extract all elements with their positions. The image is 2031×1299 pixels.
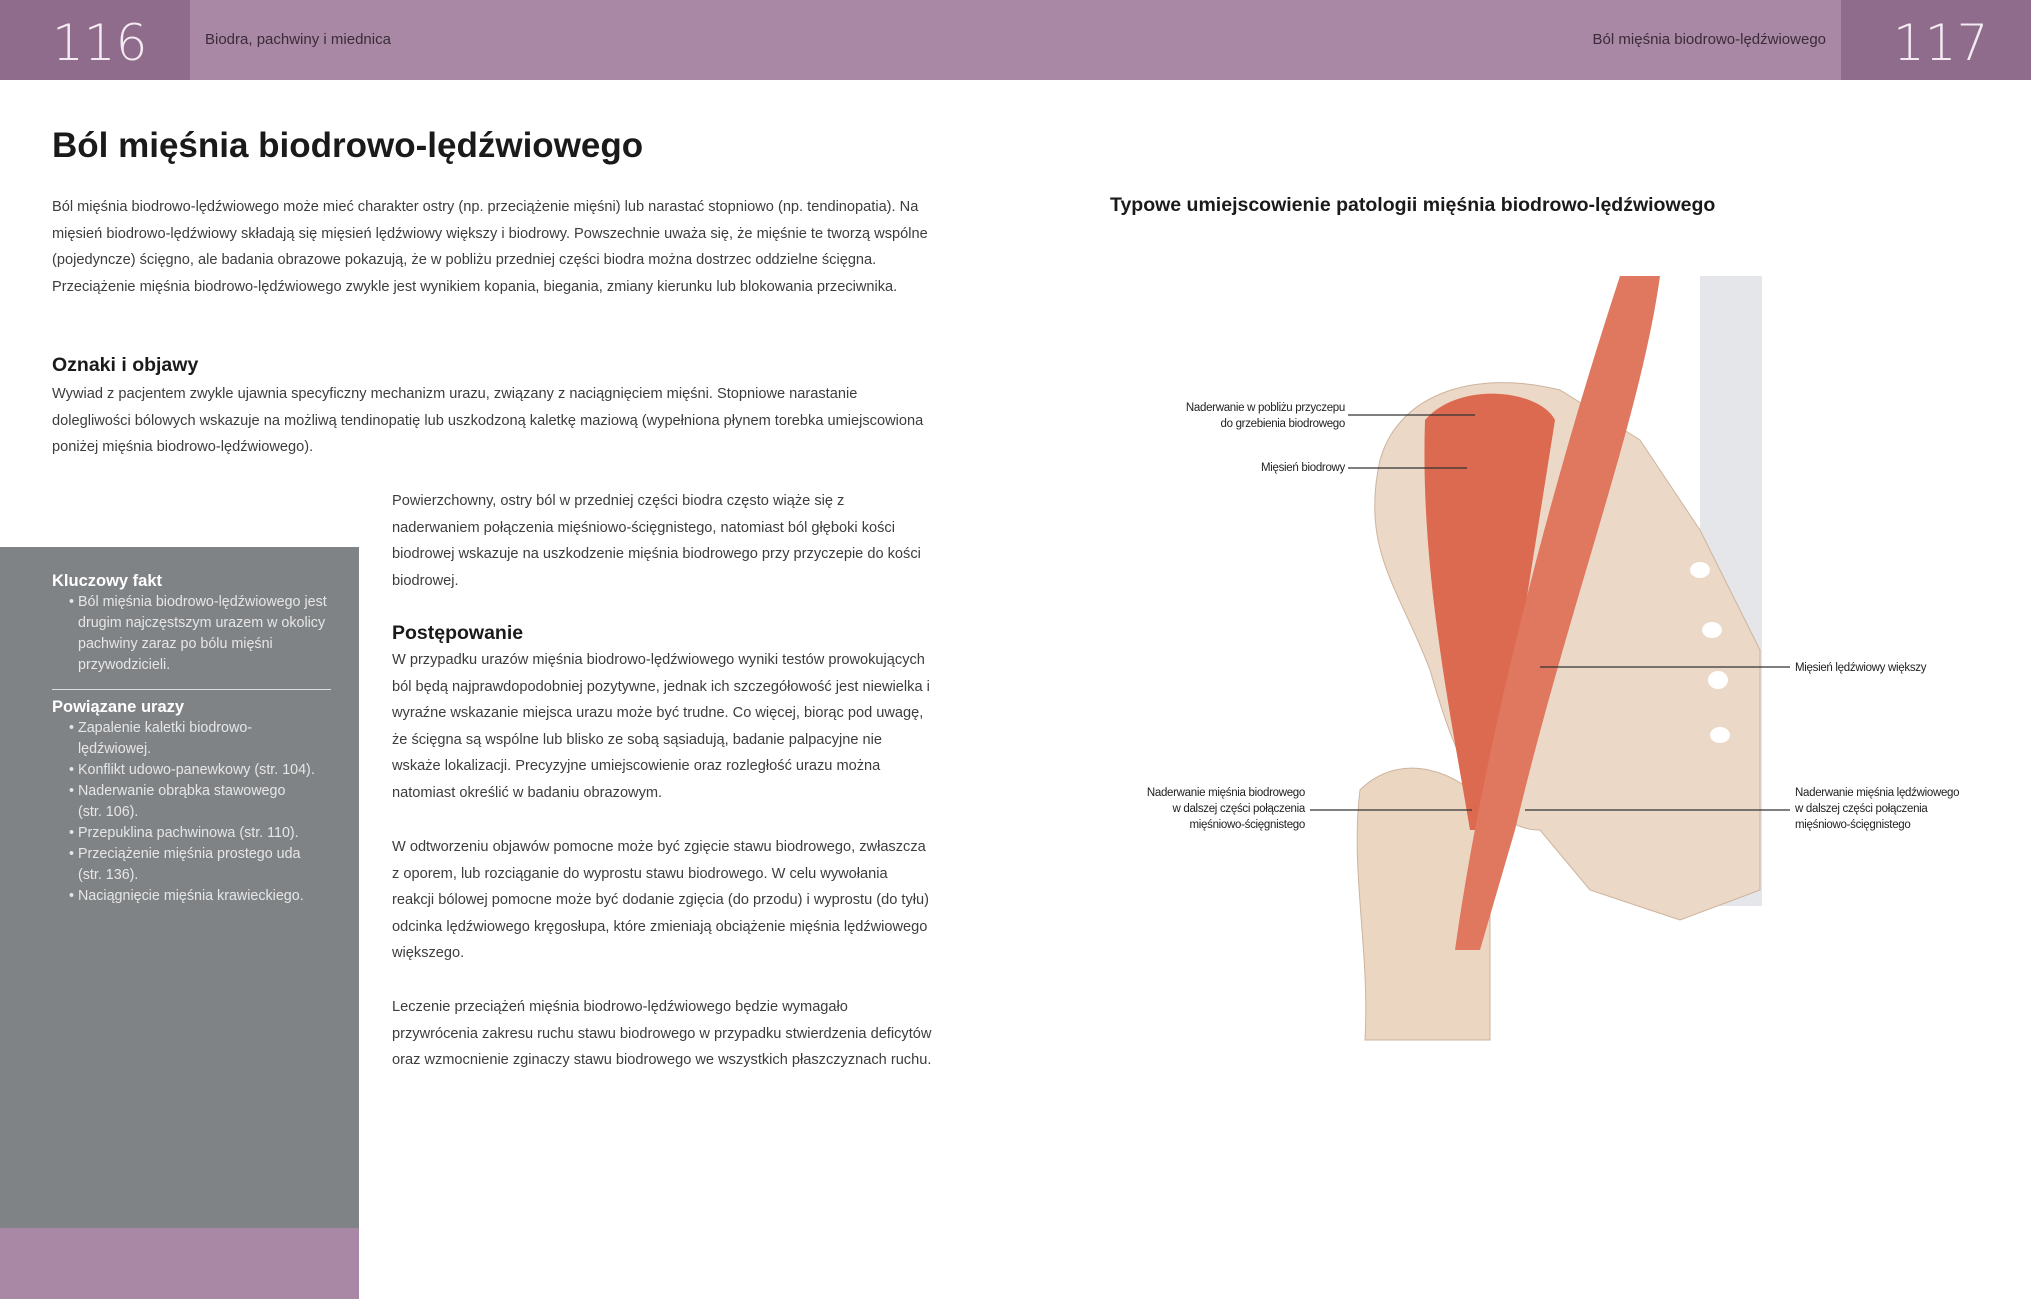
- related-item: Zapalenie kaletki biodrowo-lędźwiowej.: [52, 718, 331, 760]
- figure-title: Typowe umiejscowienie patologii mięśnia …: [1110, 194, 1716, 216]
- treatment-paragraph: Leczenie przeciążeń mięśnia biodrowo-lęd…: [392, 999, 932, 1068]
- treatment-paragraph: W przypadku urazów mięśnia biodrowo-lędź…: [392, 652, 930, 801]
- divider: [52, 689, 331, 690]
- left-page-number: 116: [0, 0, 190, 80]
- label-line: Naderwanie mięśnia lędźwiowego: [1795, 787, 1960, 799]
- psoas-major-muscle: [1455, 276, 1660, 950]
- label-line: do grzebienia biodrowego: [1220, 418, 1345, 430]
- sidebar-box: Kluczowy fakt Ból mięśnia biodrowo-lędźw…: [0, 547, 359, 1228]
- page-header: 116 Biodra, pachwiny i miednica Ból mięś…: [0, 0, 2031, 80]
- label-iliac-crest-tear: Naderwanie w pobliżu przyczepu do grzebie…: [1186, 400, 1345, 432]
- label-line: mięśniowo-ścięgnistego: [1189, 819, 1306, 831]
- femur-bone: [1356, 767, 1491, 1041]
- label-line: Naderwanie mięśnia biodrowego: [1146, 787, 1305, 799]
- related-heading: Powiązane urazy: [52, 698, 185, 716]
- key-fact-heading: Kluczowy fakt: [52, 572, 163, 590]
- signs-paragraph: Wywiad z pacjentem zwykle ujawnia specyf…: [52, 386, 924, 455]
- treatment-heading: Postępowanie: [392, 622, 524, 644]
- iliacus-muscle: [1424, 393, 1555, 830]
- label-line: w dalszej części połączenia: [1795, 803, 1928, 815]
- related-item: Przeciążenie mięśnia prostego uda (str. …: [52, 844, 331, 886]
- intro-paragraph: Ból mięśnia biodrowo-lędźwiowego może mi…: [52, 199, 928, 295]
- label-line: w dalszej części połączenia: [1172, 803, 1305, 815]
- treatment-paragraph: W odtworzeniu objawów pomocne może być z…: [392, 839, 929, 961]
- signs-heading: Oznaki i objawy: [52, 354, 199, 376]
- key-fact-item: Ból mięśnia biodrowo-lędźwiowego jest dr…: [52, 592, 331, 676]
- related-item: Naderwanie obrąbka stawowego (str. 106).: [52, 781, 331, 823]
- label-line: Naderwanie w pobliżu przyczepu: [1185, 402, 1345, 414]
- page-title: Ból mięśnia biodrowo-lędźwiowego: [52, 126, 644, 165]
- right-running-header: Ból mięśnia biodrowo-lędźwiowego: [1592, 31, 1826, 48]
- label-iliacus-tear: Naderwanie mięśnia biodrowego w dalszej c…: [1147, 785, 1305, 833]
- left-running-header: Biodra, pachwiny i miednica: [205, 31, 391, 48]
- hip-anatomy-illustration: [1356, 276, 1762, 1041]
- signs-paragraph-2: Powierzchowny, ostry ból w przedniej czę…: [392, 493, 921, 589]
- related-item: Naciągnięcie mięśnia krawieckiego.: [52, 886, 331, 907]
- right-page-number: 117: [1841, 0, 2031, 80]
- label-psoas-major: Mięsień lędźwiowy większy: [1795, 662, 1927, 674]
- label-line: mięśniowo-ścięgnistego: [1795, 819, 1911, 831]
- related-item: Przepuklina pachwinowa (str. 110).: [52, 823, 331, 844]
- sidebar-footer-band: [0, 1228, 359, 1299]
- label-psoas-tear: Naderwanie mięśnia lędźwiowego w dalszej …: [1795, 785, 1960, 833]
- related-item: Konflikt udowo-panewkowy (str. 104).: [52, 760, 331, 781]
- label-iliacus: Mięsień biodrowy: [1260, 462, 1345, 474]
